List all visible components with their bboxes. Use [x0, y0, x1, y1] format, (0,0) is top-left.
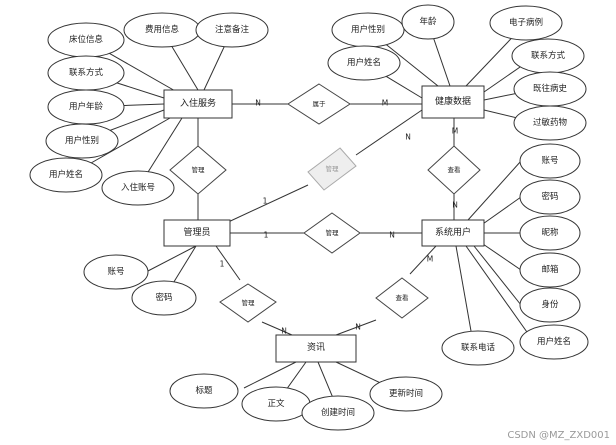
attribute-ruzhu-nianling: 用户年龄: [47, 89, 125, 125]
card-ruzhu-shu: N: [255, 99, 261, 108]
attribute-ruzhu-zhanghao: 入住账号: [101, 170, 175, 206]
relationship-shu: 属于: [287, 83, 351, 125]
card-r7-zixun: N: [355, 323, 361, 332]
attribute-ruzhu-chuangwei: 床位信息: [47, 22, 125, 58]
attribute-label: 昵称: [541, 227, 559, 238]
relationship-label: 管理: [192, 165, 206, 174]
attribute-label: 费用信息: [145, 24, 180, 35]
card-r6-zixun: N: [281, 327, 287, 336]
entity-label: 系统用户: [435, 226, 471, 238]
attribute-xitong-youxiang: 邮箱: [519, 252, 581, 288]
relationship-label: 属于: [313, 100, 327, 108]
watermark: CSDN @MZ_ZXD001: [507, 430, 610, 441]
relationship-label: 管理: [326, 164, 340, 173]
attribute-zixun-gengxin: 更新时间: [369, 376, 443, 412]
attribute-label: 年龄: [419, 16, 437, 27]
attribute-label: 联系方式: [531, 50, 566, 61]
attribute-label: 用户姓名: [537, 336, 571, 347]
attribute-jiankang-xingming: 用户姓名: [327, 45, 401, 81]
attribute-label: 用户性别: [351, 24, 385, 35]
attribute-label: 身份: [541, 299, 559, 310]
relationship-guanli-xitong: 管理: [303, 212, 361, 254]
entity-ruzhu: 入住服务: [163, 89, 233, 119]
attribute-xitong-zhanghao: 账号: [519, 143, 581, 179]
card-guanli-r3: 1: [264, 231, 269, 240]
attribute-label: 用户性别: [65, 135, 99, 146]
attribute-jiankang-lianxi: 联系方式: [511, 38, 585, 74]
card-chakan-xitong: N: [452, 201, 458, 210]
relationship-label: 查看: [448, 165, 462, 174]
entity-label: 资讯: [307, 342, 325, 353]
attribute-label: 电子病例: [509, 17, 543, 28]
attribute-xitong-dianhua: 联系电话: [441, 330, 515, 366]
attribute-label: 更新时间: [389, 388, 423, 399]
attribute-label: 用户姓名: [347, 57, 381, 68]
attribute-zixun-chuangjian: 创建时间: [301, 395, 375, 431]
attribute-ruzhu-xingming: 用户姓名: [29, 157, 103, 193]
card-faded-guanli: 1: [263, 197, 268, 206]
attribute-label: 正文: [267, 398, 285, 409]
entity-xitong: 系统用户: [421, 219, 485, 247]
relationship-label: 管理: [242, 298, 256, 307]
attribute-ruzhu-feiyong: 费用信息: [123, 12, 201, 48]
attribute-xitong-nicheng: 昵称: [519, 215, 581, 251]
attribute-jiankang-bingshi: 既往病史: [513, 71, 587, 107]
cardinality-labels: N M N 1 M N 1 N 1 N M N: [220, 99, 459, 336]
attribute-label: 注意备注: [215, 24, 250, 35]
attribute-label: 标题: [195, 385, 213, 396]
card-jiankang-faded: N: [405, 133, 411, 142]
attribute-jiankang-bingli: 电子病例: [489, 5, 563, 41]
attribute-label: 账号: [107, 267, 124, 277]
attribute-zixun-biaoti: 标题: [169, 373, 239, 409]
attribute-guanli-mima: 密码: [131, 280, 197, 316]
attribute-label: 创建时间: [321, 407, 355, 418]
attribute-guanli-zhanghao: 账号: [83, 254, 149, 290]
attribute-label: 用户姓名: [49, 169, 83, 180]
attribute-ruzhu-xingbie: 用户性别: [45, 123, 119, 159]
attribute-label: 过敏药物: [533, 117, 568, 128]
attribute-ruzhu-beizhu: 注意备注: [195, 12, 269, 48]
attribute-label: 密码: [155, 292, 172, 303]
entity-zixun: 资讯: [275, 334, 357, 363]
attribute-label: 既往病史: [533, 83, 568, 94]
card-guanli-r6: 1: [220, 260, 225, 269]
card-r3-xitong: N: [389, 231, 395, 240]
attribute-label: 床位信息: [69, 34, 104, 45]
attribute-label: 入住账号: [121, 182, 155, 193]
attribute-label: 联系电话: [461, 342, 496, 353]
attribute-jiankang-nianling: 年龄: [401, 4, 455, 40]
relationship-label: 管理: [326, 228, 340, 237]
attribute-xitong-mima: 密码: [519, 179, 581, 215]
attribute-label: 邮箱: [541, 264, 559, 275]
attribute-jiankang-guomin: 过敏药物: [513, 105, 587, 141]
card-jiankang-chakan: M: [452, 127, 458, 136]
entity-label: 入住服务: [180, 97, 216, 109]
card-xitong-r7: M: [427, 255, 433, 264]
attribute-xitong-shenfen: 身份: [519, 287, 581, 323]
relationship-xitong-zixun: 查看: [375, 277, 429, 319]
card-shu-jiankang: M: [382, 99, 388, 108]
attribute-label: 用户年龄: [69, 101, 104, 112]
entity-guanli: 管理员: [163, 219, 231, 247]
entity-jiankang: 健康数据: [421, 85, 485, 119]
entity-label: 管理员: [183, 226, 210, 238]
attribute-zixun-zhengwen: 正文: [241, 386, 311, 422]
attribute-label: 联系方式: [69, 67, 104, 78]
relationship-jiankang-guanli: 管理: [307, 147, 357, 191]
relationship-guanli-zixun: 管理: [219, 283, 277, 323]
relationship-jiankang-xitong: 查看: [427, 145, 481, 195]
attribute-label: 账号: [541, 156, 558, 166]
attribute-ruzhu-lianxi: 联系方式: [47, 55, 125, 91]
attribute-xitong-xingming: 用户姓名: [519, 324, 589, 360]
attribute-jiankang-xingbie: 用户性别: [331, 12, 405, 48]
attribute-label: 密码: [541, 191, 558, 202]
entity-label: 健康数据: [435, 95, 471, 107]
relationship-label: 查看: [396, 293, 410, 302]
relationship-ruzhu-guanli: 管理: [169, 145, 227, 195]
